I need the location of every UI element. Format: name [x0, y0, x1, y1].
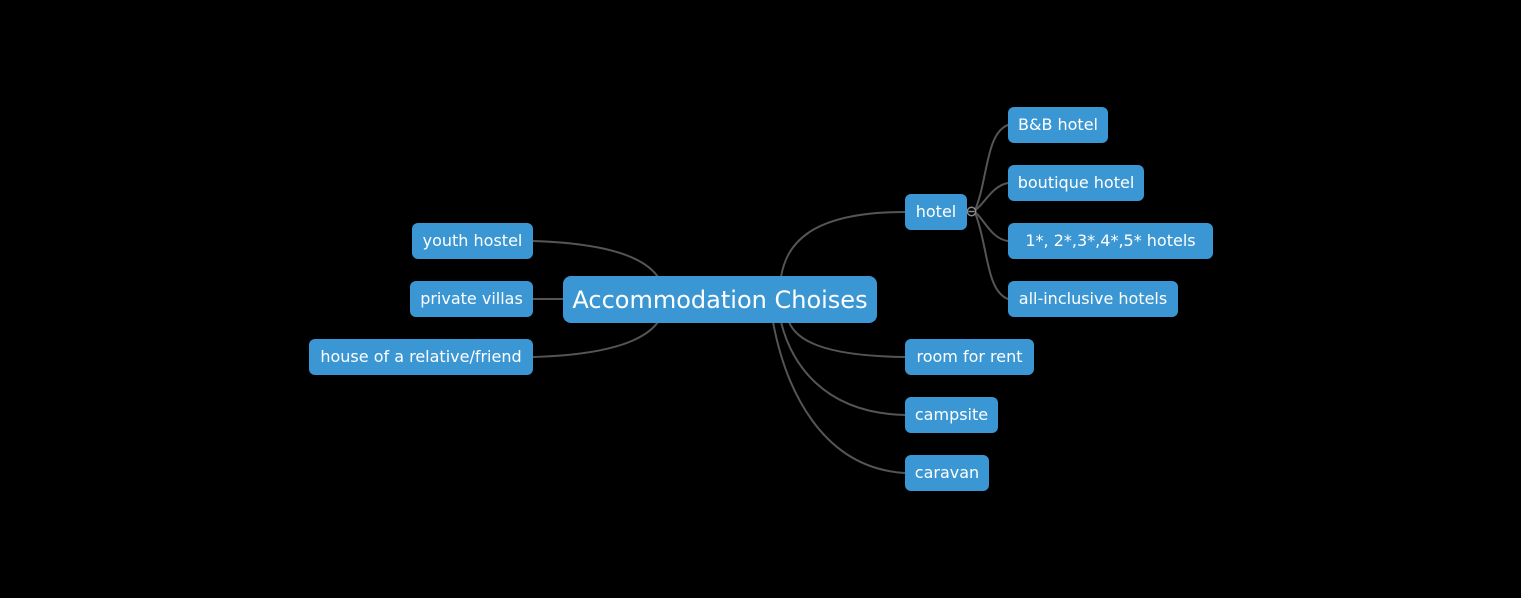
node-campsite[interactable]: campsite — [905, 397, 998, 433]
connector-room-for-rent — [788, 321, 906, 358]
connector-star-hotels — [975, 212, 1009, 242]
connector-all-inclusive-hotels — [974, 213, 1009, 300]
connector-boutique-hotel — [974, 182, 1009, 211]
node-room-for-rent[interactable]: room for rent — [905, 339, 1034, 375]
node-star-hotels[interactable]: 1*, 2*,3*,4*,5* hotels — [1008, 223, 1213, 259]
node-accommodation-choises[interactable]: Accommodation Choises — [563, 276, 877, 323]
node-all-inclusive-hotels[interactable]: all-inclusive hotels — [1008, 281, 1178, 317]
node-boutique-hotel[interactable]: boutique hotel — [1008, 165, 1144, 201]
connector-caravan — [772, 321, 906, 474]
node-youth-hostel[interactable]: youth hostel — [412, 223, 533, 259]
connector-house-of-relative-friend — [532, 321, 659, 358]
connector-campsite — [780, 321, 906, 416]
node-private-villas[interactable]: private villas — [410, 281, 533, 317]
node-caravan[interactable]: caravan — [905, 455, 989, 491]
connector-bb-hotel — [974, 124, 1009, 210]
connector-hotel — [780, 211, 906, 278]
minus-circle-icon[interactable] — [966, 206, 977, 217]
connector-youth-hostel — [532, 240, 659, 278]
node-bb-hotel[interactable]: B&B hotel — [1008, 107, 1108, 143]
node-house-of-relative-friend[interactable]: house of a relative/friend — [309, 339, 533, 375]
node-hotel[interactable]: hotel — [905, 194, 967, 230]
